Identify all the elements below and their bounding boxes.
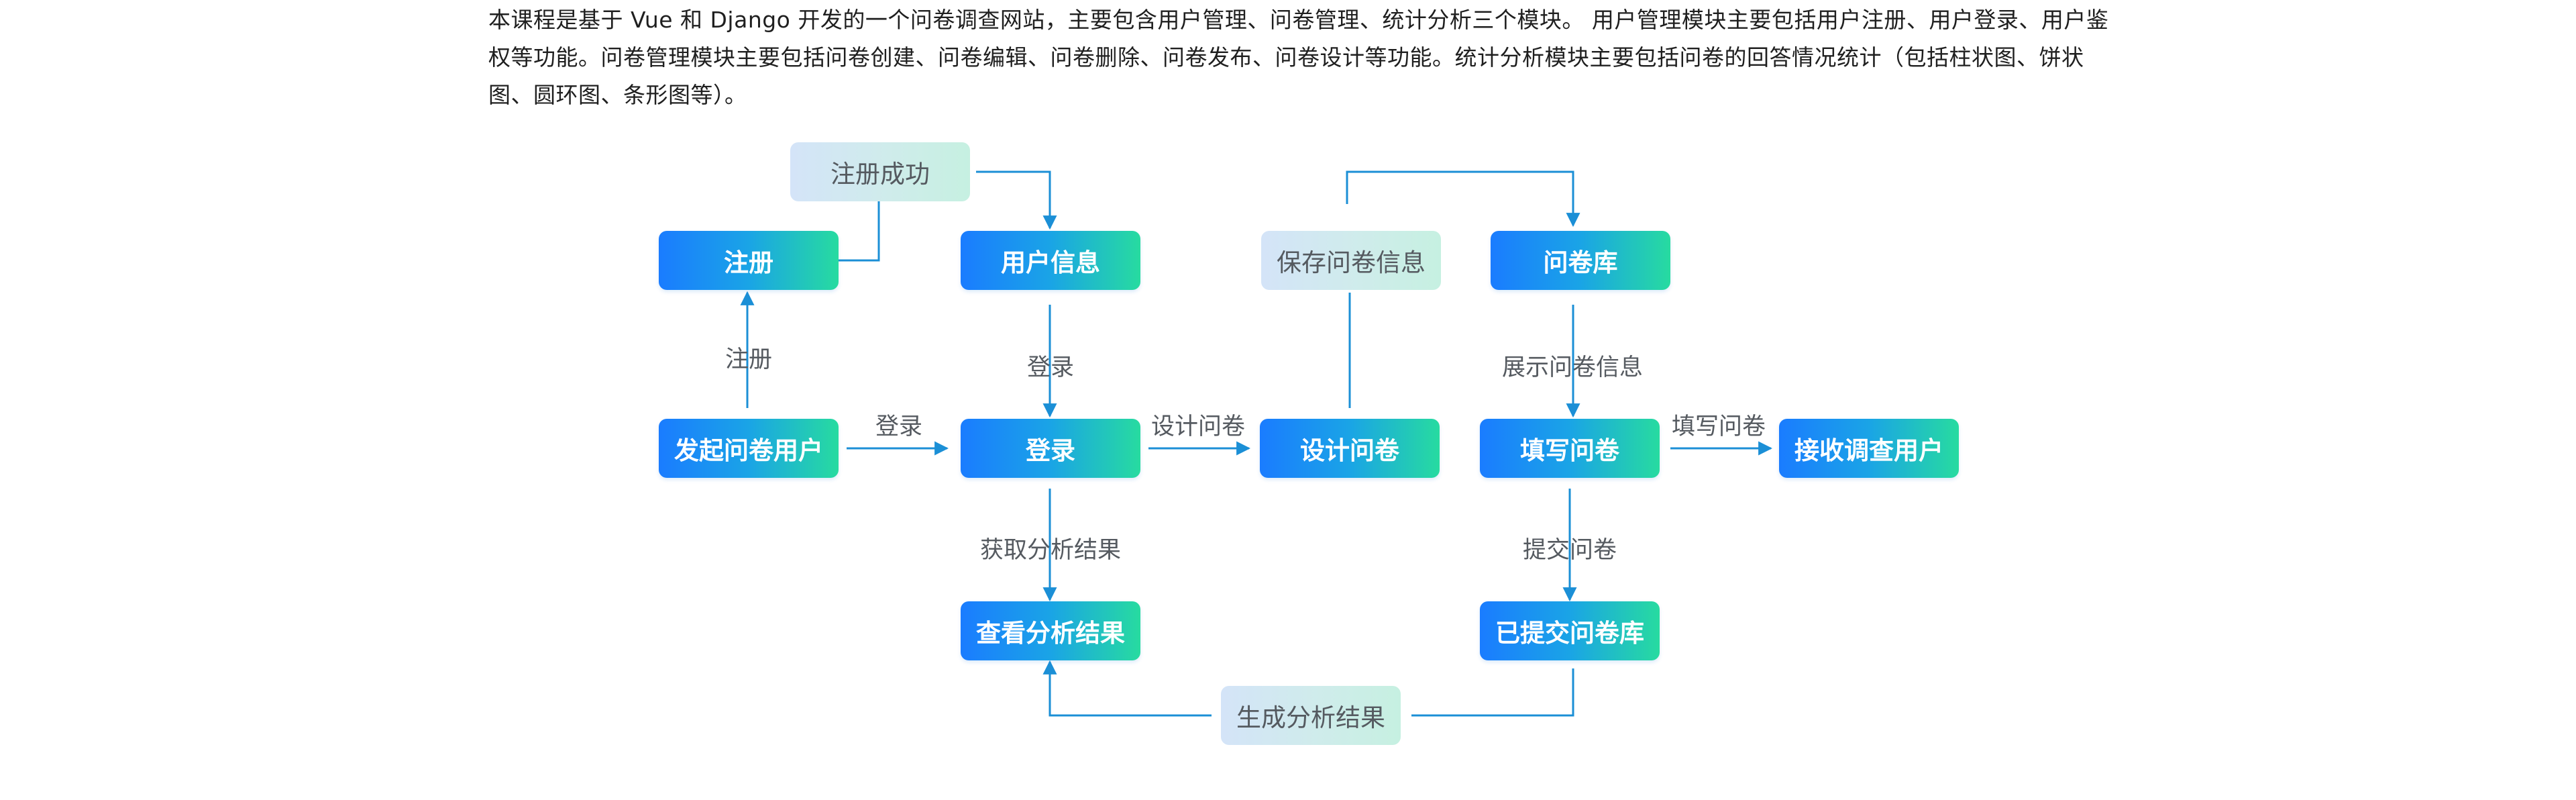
label-submit: 提交问卷 <box>1522 537 1617 564</box>
label-design: 设计问卷 <box>1150 413 1246 440</box>
node-view-results: 查看分析结果 <box>961 601 1140 660</box>
node-design-survey: 设计问卷 <box>1260 419 1440 478</box>
node-register: 注册 <box>659 231 839 290</box>
label-show-info: 展示问卷信息 <box>1501 354 1644 381</box>
node-user-info: 用户信息 <box>961 231 1140 290</box>
edge-submitted-to-generate <box>1411 668 1574 717</box>
edge-save-to-bank <box>1346 170 1580 228</box>
edge-success-to-userinfo <box>976 170 1057 230</box>
node-login: 登录 <box>961 419 1140 478</box>
label-login-left: 登录 <box>875 413 923 440</box>
node-submitted-bank: 已提交问卷库 <box>1480 601 1660 660</box>
label-login-up: 登录 <box>1026 354 1075 381</box>
node-register-success: 注册成功 <box>790 142 970 201</box>
node-save-survey-info: 保存问卷信息 <box>1261 231 1441 290</box>
node-fill-survey: 填写问卷 <box>1480 419 1660 478</box>
node-generate-results: 生成分析结果 <box>1221 686 1401 745</box>
node-survey-bank: 问卷库 <box>1491 231 1670 290</box>
label-register: 注册 <box>724 346 773 373</box>
edge-register-to-success <box>837 201 880 262</box>
node-respondent: 接收调查用户 <box>1779 419 1959 478</box>
label-fill: 填写问卷 <box>1671 413 1766 440</box>
node-initiator: 发起问卷用户 <box>659 419 839 478</box>
edge-generate-to-view <box>1042 660 1212 717</box>
intro-paragraph: 本课程是基于 Vue 和 Django 开发的一个问卷调查网站，主要包含用户管理… <box>488 7 2109 108</box>
label-get-results: 获取分析结果 <box>979 537 1122 564</box>
